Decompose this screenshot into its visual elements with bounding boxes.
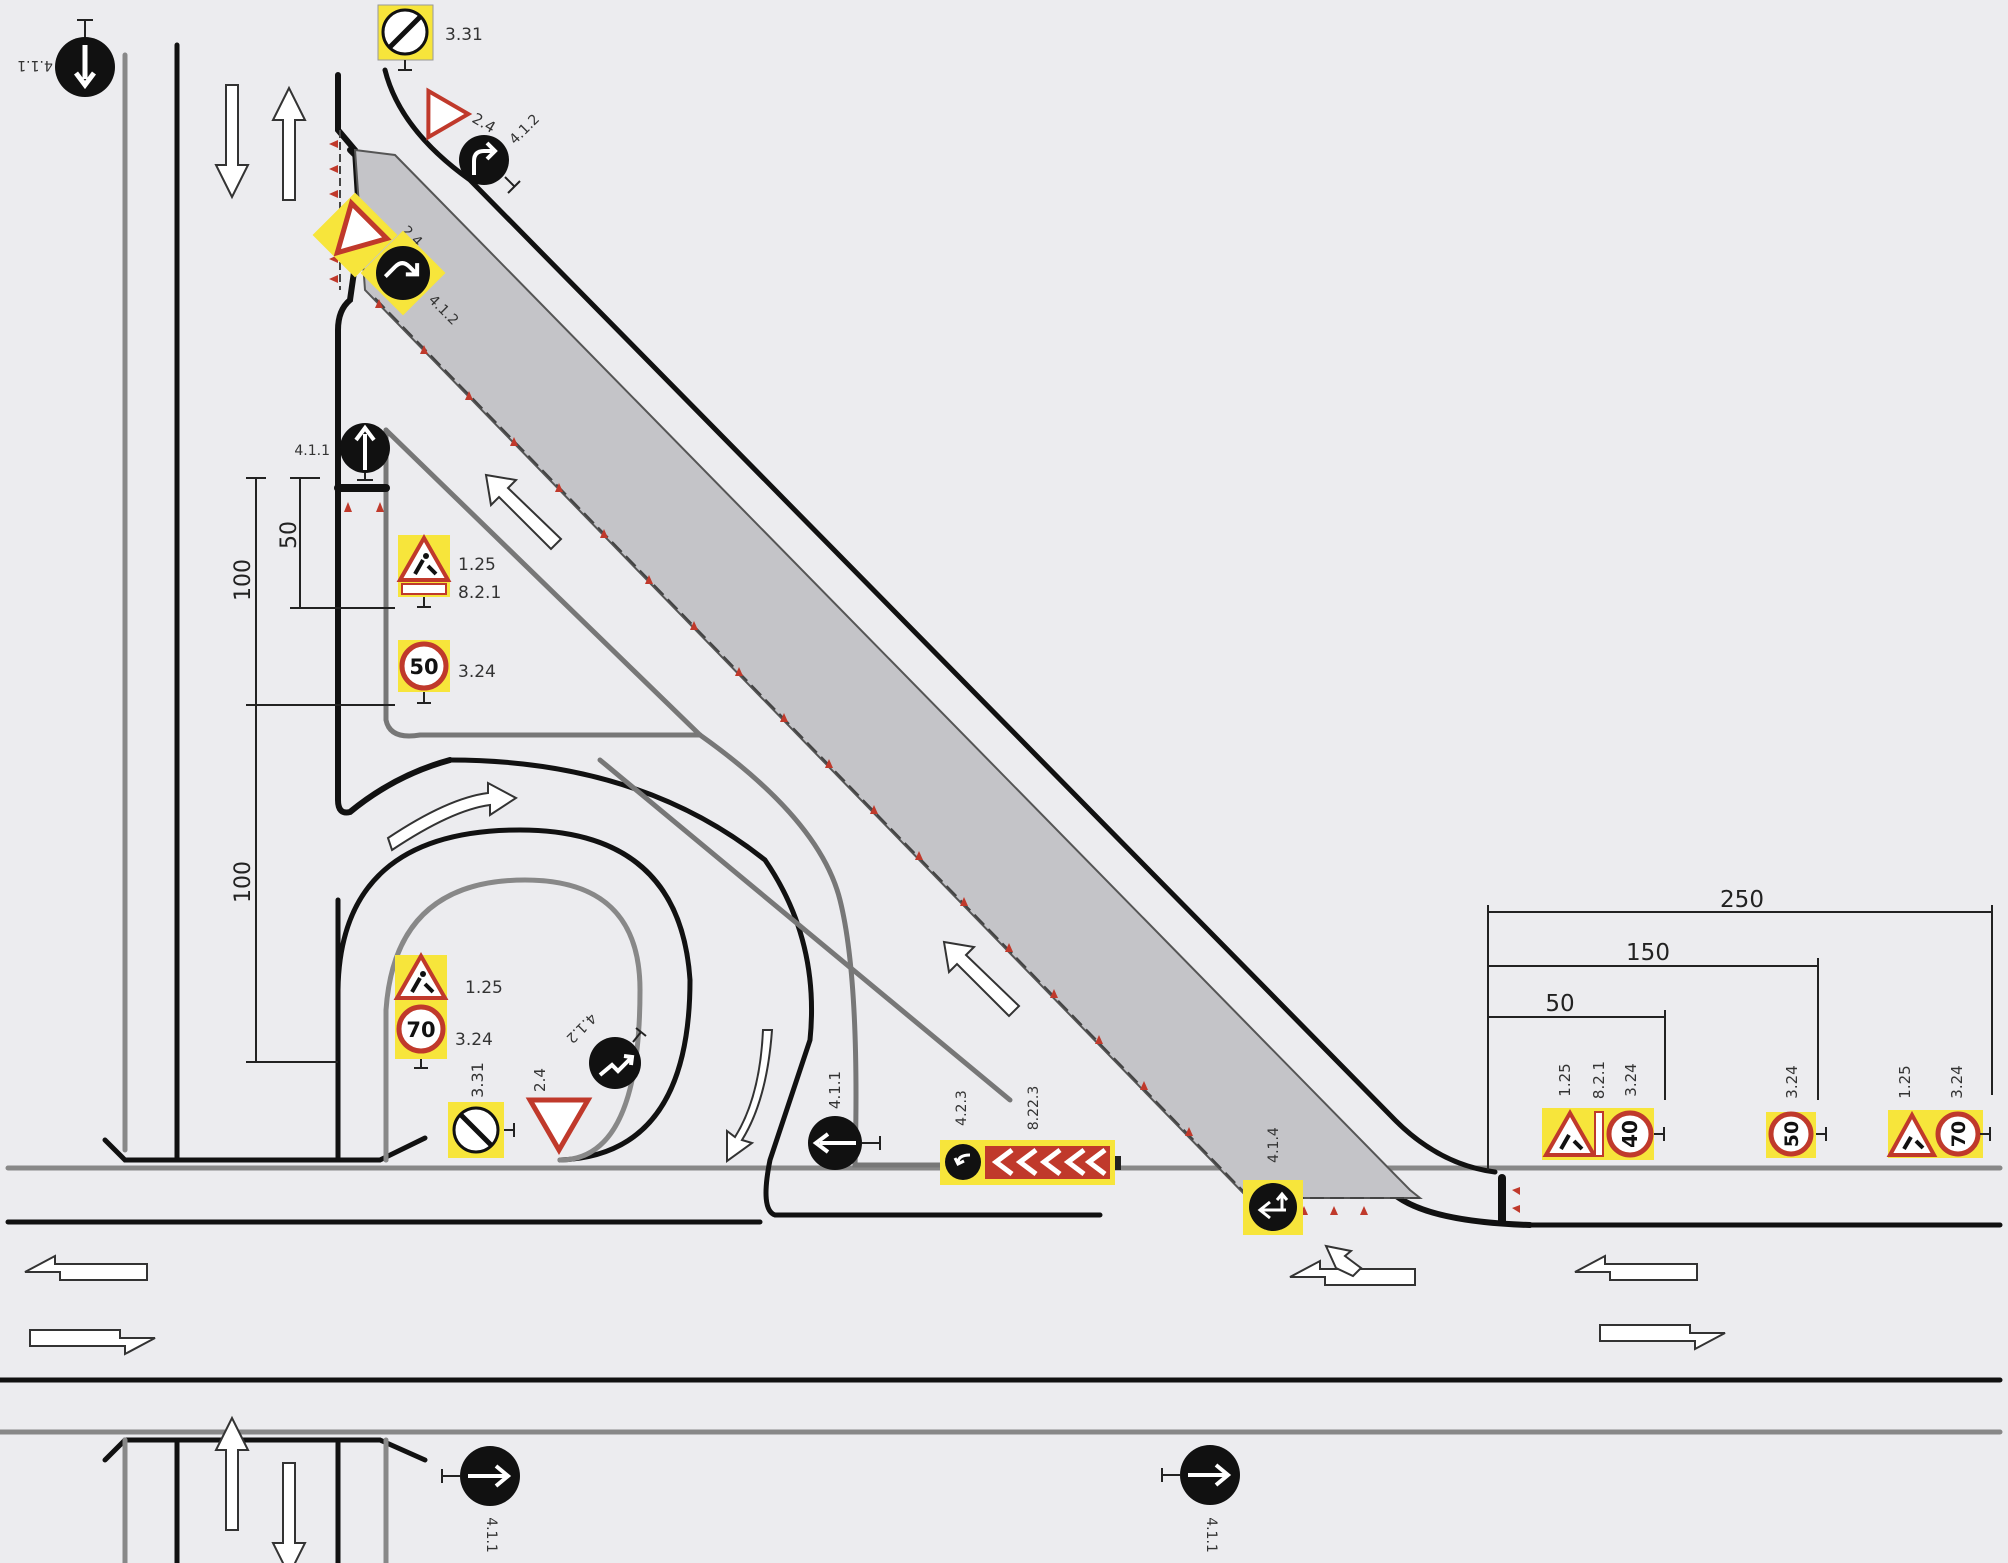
roadworks-mid-code: 1.25: [458, 555, 496, 575]
ahead-only-sign-bottom-left: 4.1.1: [441, 1446, 520, 1553]
ahead-only-bottom-left-code: 4.1.1: [483, 1517, 499, 1553]
right-turn-top-code: 4.1.2: [507, 111, 544, 148]
roadworks-plate-mid-code: 8.2.1: [458, 583, 501, 603]
chevron-plate-code: 8.22.3: [1026, 1086, 1042, 1131]
end-restriction-top-code: 3.31: [445, 25, 483, 45]
speed-limit-70-low-value: 70: [406, 1018, 435, 1042]
right-group-plate-code: 8.2.1: [1590, 1061, 1608, 1099]
speed-limit-50-sign-mid: 50 3.24: [398, 640, 496, 704]
dim-50-vertical: 50: [277, 521, 302, 549]
right-speed-50-value: 50: [1781, 1121, 1803, 1147]
yield-low-code: 2.4: [531, 1068, 549, 1092]
dim-100-upper: 100: [231, 559, 256, 601]
speed-limit-40-value: 40: [1618, 1120, 1642, 1148]
right-group-speed40-code: 3.24: [1622, 1063, 1640, 1096]
roadworks-sign-low: 1.25: [393, 951, 503, 1003]
road-lines: [0, 42, 2003, 1563]
right-sign-group-40: 40 1.25 8.2.1 3.24: [1542, 1061, 1665, 1160]
traffic-arrows: [24, 84, 1726, 1563]
right-group-roadworks-code: 1.25: [1556, 1063, 1574, 1096]
turn-arrow-merge-code: 4.1.4: [1266, 1127, 1282, 1163]
ahead-only-mid-code: 4.1.1: [294, 443, 330, 459]
vertical-road-mouth: [102, 1135, 428, 1163]
ahead-only-sign-topleft: 4.1.1: [17, 19, 115, 97]
far-right-sign-group-70: 70 1.25 3.24: [1886, 1065, 1991, 1158]
chevron-board-sign: 4.2.3 8.22.3: [940, 1086, 1121, 1185]
roadworks-sign-mid: 1.25 8.2.1: [396, 533, 501, 608]
roadworks-low-code: 1.25: [465, 978, 503, 998]
closed-ramp-area: [353, 148, 1423, 1199]
ahead-only-sign-mid: 4.1.1: [294, 423, 390, 481]
yield-sign-low: 2.4: [525, 1068, 593, 1155]
dim-100-lower: 100: [231, 861, 256, 903]
end-restriction-sign-top: 3.31: [377, 4, 483, 71]
turn-arrow-sign-merge: 4.1.4: [1243, 1127, 1303, 1235]
ahead-only-topleft-code: 4.1.1: [17, 57, 53, 73]
traffic-cones: [329, 140, 1520, 1215]
far-speed-70-code: 3.24: [1948, 1065, 1966, 1098]
speed-limit-70-sign-low: 70 3.24: [395, 1003, 493, 1069]
end-restriction-low-code: 3.31: [468, 1062, 487, 1098]
end-restriction-sign-low: 3.31: [448, 1062, 515, 1158]
dimension-lines: [246, 477, 1993, 1170]
right-turn-sign-loop: 4.1.2: [563, 1010, 647, 1089]
dim-250: 250: [1720, 887, 1764, 913]
right-speed-limit-50-sign: 50 3.24: [1766, 1065, 1827, 1158]
right-speed-50-code: 3.24: [1783, 1065, 1801, 1098]
ahead-only-sign-bottom-mid: 4.1.1: [1161, 1445, 1240, 1553]
dim-50-horizontal: 50: [1545, 991, 1574, 1017]
yield-top-code: 2.4: [469, 109, 499, 137]
ahead-only-sign-loop: 4.1.1: [808, 1071, 881, 1170]
chevron-arrow-code: 4.2.3: [954, 1090, 970, 1126]
ahead-only-bottom-mid-code: 4.1.1: [1203, 1517, 1219, 1553]
far-speed-70-value: 70: [1948, 1121, 1970, 1147]
right-turn-loop-code: 4.1.2: [563, 1010, 600, 1047]
dim-150: 150: [1626, 940, 1670, 966]
speed-limit-50-mid-value: 50: [409, 655, 438, 679]
barrier-line: [374, 297, 1251, 1199]
speed-limit-50-mid-code: 3.24: [458, 662, 496, 682]
speed-limit-70-low-code: 3.24: [455, 1030, 493, 1050]
ahead-only-loop-code: 4.1.1: [826, 1071, 844, 1109]
far-roadworks-code: 1.25: [1896, 1065, 1914, 1098]
